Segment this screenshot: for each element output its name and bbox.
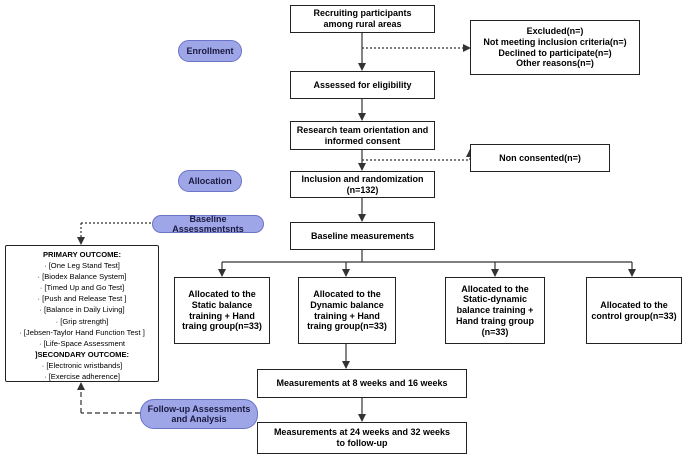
primary-outcome-item: · [Push and Release Test ] [37,294,127,304]
phase-followup: Follow-up Assessments and Analysis [140,399,258,429]
group-static-box: Allocated to the Static balance training… [174,277,270,344]
primary-outcome-item: · [One Leg Stand Test] [44,261,120,271]
primary-outcome-item: · [Balance in Daily Living] [39,305,125,315]
group-control-box: Allocated to the control group(n=33) [586,277,682,344]
group-dynamic-box: Allocated to the Dynamic balance trainin… [298,277,396,344]
phase-baseline: Baseline Assessmentsnts [152,214,264,234]
measure-24-32-box: Measurements at 24 weeks and 32 weeks to… [257,422,467,454]
phase-enrollment: Enrollment [178,40,242,62]
secondary-outcome-heading: ]SECONDARY OUTCOME: [34,349,130,359]
non-consented-box: Non consented(n=) [470,144,610,172]
secondary-outcome-item: · [Electronic wristbands] [41,360,123,370]
baseline-box: Baseline measurements [290,222,435,250]
recruiting-box: Recruiting participants among rural area… [290,5,435,33]
randomization-box: Inclusion and randomization (n=132) [290,171,435,198]
primary-outcome-item: · [Grip strength] [55,316,109,326]
primary-outcome-heading: PRIMARY OUTCOME: [42,250,122,259]
group-static-dynamic-box: Allocated to the Static-dynamic balance … [445,277,545,344]
excluded-box: Excluded(n=) Not meeting inclusion crite… [470,20,640,75]
primary-outcome-item: · [Jebsen-Taylor Hand Function Test ] [19,327,145,337]
primary-outcome-item: · [Life-Space Assessment [38,338,126,348]
eligibility-box: Assessed for eligibility [290,71,435,99]
primary-outcome-item: · [Timed Up and Go Test] [39,283,125,293]
phase-allocation: Allocation [178,170,242,192]
measure-8-16-box: Measurements at 8 weeks and 16 weeks [257,369,467,398]
outcomes-box: PRIMARY OUTCOME: · [One Leg Stand Test] … [5,245,159,382]
orientation-box: Research team orientation and informed c… [290,121,435,150]
secondary-outcome-item: · [Exercise adherence] [44,372,120,382]
primary-outcome-item: · [Biodex Balance System] [37,272,127,282]
